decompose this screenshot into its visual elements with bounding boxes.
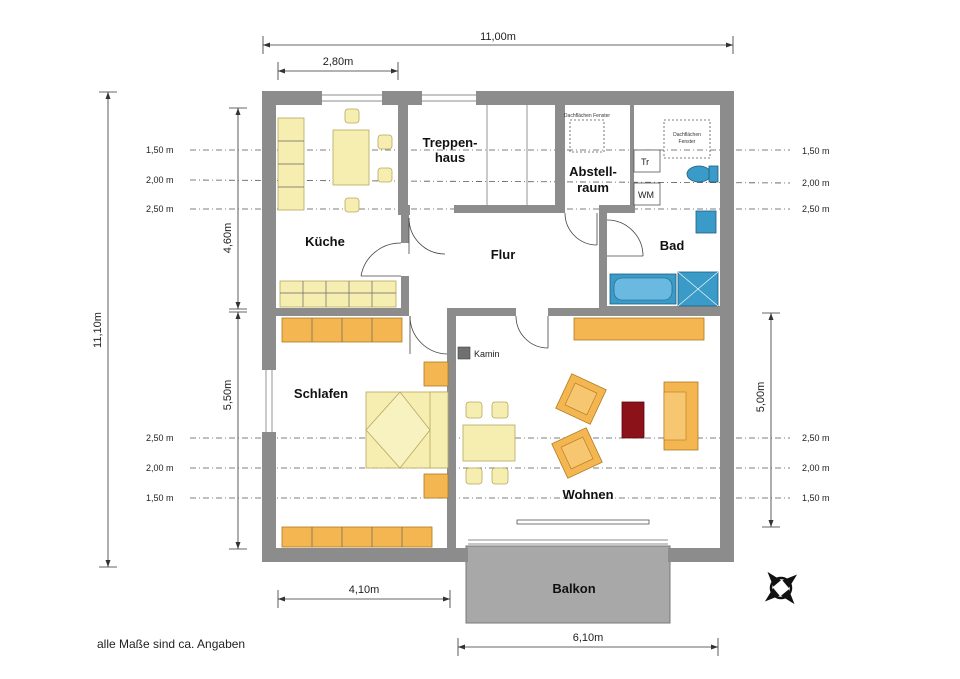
room-label-kitchen: Küche: [305, 234, 345, 249]
total-height-label: 11,10m: [92, 312, 104, 348]
height-mark-tl-3: 2,50 m: [146, 204, 174, 214]
storage-furniture: Dachflächen Fenster Tr WM: [564, 113, 661, 206]
room-label-bath: Bad: [660, 238, 685, 253]
balcony-area: [465, 545, 671, 624]
kitchen-width-label: 2,80m: [323, 56, 354, 68]
kitchen-furniture: [277, 108, 397, 308]
fireplace-label: Kamin: [474, 349, 500, 359]
skylight-bath-label-1: Dachflächen: [673, 132, 701, 138]
dryer-label: Tr: [641, 157, 649, 167]
living-height-label: 5,00m: [755, 382, 767, 413]
bath-fixtures: Dachflächen Fenster: [609, 119, 719, 307]
living-furniture: Kamin: [457, 317, 705, 485]
room-label-storage-2: raum: [577, 180, 609, 195]
doors: [360, 212, 644, 355]
skylight-storage-label: Dachflächen Fenster: [564, 113, 610, 119]
room-label-living: Wohnen: [562, 487, 613, 502]
room-label-bedroom: Schlafen: [294, 386, 348, 401]
living-width-label: 6,10m: [573, 632, 604, 644]
washer-label: WM: [638, 190, 654, 200]
total-width-label: 11,00m: [480, 31, 516, 43]
height-mark-tr-2: 2,00 m: [802, 178, 830, 188]
height-mark-br-2: 2,00 m: [802, 463, 830, 473]
skylight-bath-label-2: Fenster: [679, 139, 696, 145]
height-mark-tr-3: 2,50 m: [802, 204, 830, 214]
room-label-storage-1: Abstell-: [569, 164, 617, 179]
height-mark-tl-1: 1,50 m: [146, 145, 174, 155]
compass-icon: [764, 571, 798, 605]
room-label-balcony: Balkon: [552, 581, 595, 596]
height-mark-tl-2: 2,00 m: [146, 175, 174, 185]
room-label-stairwell-1: Treppen-: [423, 135, 478, 150]
height-mark-bl-3: 1,50 m: [146, 493, 174, 503]
windows: [265, 94, 668, 545]
rug-icon: [621, 401, 645, 439]
stairs: [486, 105, 528, 205]
dimension-lines: 11,00m 2,80m 11,10m 4,60m 5,50m 5,00m: [92, 31, 780, 656]
dimensions-note: alle Maße sind ca. Angaben: [97, 637, 245, 651]
height-mark-tr-1: 1,50 m: [802, 146, 830, 156]
height-mark-br-1: 2,50 m: [802, 433, 830, 443]
fireplace-icon: [457, 346, 471, 360]
height-mark-bl-2: 2,00 m: [146, 463, 174, 473]
kitchen-height-label: 4,60m: [222, 223, 234, 254]
room-labels: Küche Treppen- haus Abstell- raum Flur B…: [294, 135, 684, 596]
room-label-hall: Flur: [491, 247, 516, 262]
bedroom-furniture: [281, 317, 449, 548]
bedroom-height-label: 5,50m: [222, 380, 234, 411]
height-mark-br-3: 1,50 m: [802, 493, 830, 503]
walls: [262, 91, 734, 562]
room-label-stairwell-2: haus: [435, 150, 465, 165]
bedroom-width-label: 4,10m: [349, 584, 380, 596]
height-mark-bl-1: 2,50 m: [146, 433, 174, 443]
sink-icon: [695, 210, 717, 234]
toilet-icon: [686, 165, 712, 183]
